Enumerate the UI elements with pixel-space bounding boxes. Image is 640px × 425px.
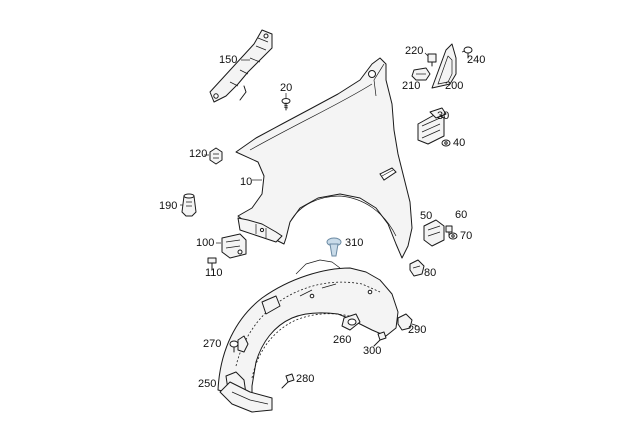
callout-300: 300	[363, 345, 382, 357]
callout-70: 70	[460, 230, 473, 242]
clip-80[interactable]	[409, 259, 425, 277]
clip-310[interactable]	[326, 237, 342, 257]
bracket-30[interactable]	[417, 107, 447, 145]
callout-310: 310	[345, 237, 364, 249]
callout-40: 40	[453, 137, 466, 149]
leader-290	[411, 323, 419, 327]
callout-30: 30	[437, 110, 450, 122]
screw-300[interactable]	[373, 331, 387, 347]
clip-220[interactable]	[427, 53, 437, 67]
bolt-190[interactable]	[181, 193, 197, 217]
bracket-50[interactable]	[423, 219, 445, 247]
callout-110: 110	[205, 267, 223, 279]
callout-260: 260	[333, 334, 352, 346]
wheel-arch-liner[interactable]	[217, 259, 399, 413]
screw-110[interactable]	[207, 257, 217, 271]
clip-290[interactable]	[397, 313, 413, 331]
callout-220: 220	[405, 45, 424, 57]
bracket-100[interactable]	[221, 233, 247, 259]
callout-250: 250	[198, 378, 217, 390]
callout-240: 240	[467, 54, 486, 66]
nut-40[interactable]	[441, 139, 451, 147]
callout-210: 210	[402, 80, 421, 92]
callout-290: 290	[408, 324, 427, 336]
callout-190: 190	[159, 200, 178, 212]
clip-210[interactable]	[411, 67, 431, 81]
callout-150: 150	[219, 54, 238, 66]
callout-20: 20	[280, 82, 293, 94]
callout-10: 10	[240, 176, 253, 188]
callout-200: 200	[445, 80, 464, 92]
fender-10[interactable]	[235, 57, 413, 259]
bracket-150[interactable]	[209, 29, 273, 103]
clip-270[interactable]	[229, 340, 239, 353]
leader-220	[424, 52, 429, 57]
callout-270: 270	[203, 338, 222, 350]
callout-120: 120	[189, 148, 208, 160]
clip-240[interactable]	[463, 46, 473, 59]
callout-60: 60	[455, 209, 468, 221]
cover-200[interactable]	[431, 43, 457, 89]
screw-20[interactable]	[281, 98, 291, 111]
screw-280[interactable]	[281, 373, 295, 389]
leader-240	[461, 50, 466, 53]
callout-50: 50	[420, 210, 433, 222]
clip-120[interactable]	[209, 147, 223, 165]
callout-280: 280	[296, 373, 315, 385]
callout-100: 100	[196, 237, 215, 249]
nut-70[interactable]	[448, 232, 458, 240]
callout-80: 80	[424, 267, 437, 279]
